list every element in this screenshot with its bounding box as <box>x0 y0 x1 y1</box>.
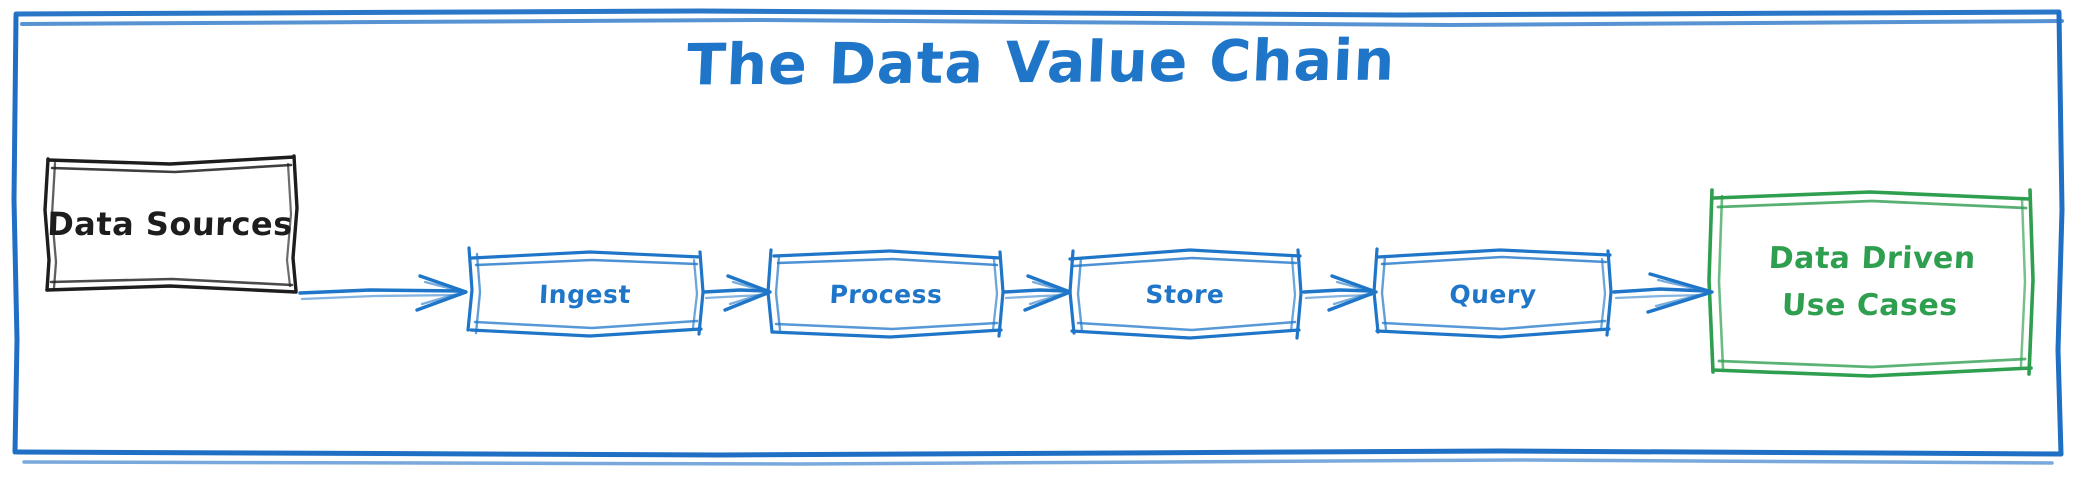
node-shape-data-driven-use-cases[interactable] <box>1707 188 2035 378</box>
node-shape-process[interactable] <box>766 248 1005 339</box>
edge-process-to-store <box>1002 274 1072 312</box>
edge-data-sources-to-ingest <box>298 274 468 312</box>
edge-query-to-data-driven-use-cases <box>1612 272 1714 314</box>
outer-frame <box>11 8 2065 466</box>
node-shape-data-sources[interactable] <box>43 154 299 294</box>
node-shape-query[interactable] <box>1372 247 1613 339</box>
node-shape-store[interactable] <box>1068 248 1303 340</box>
edge-ingest-to-process <box>702 274 772 312</box>
edge-store-to-query <box>1302 274 1378 312</box>
node-shape-ingest[interactable] <box>466 246 705 338</box>
